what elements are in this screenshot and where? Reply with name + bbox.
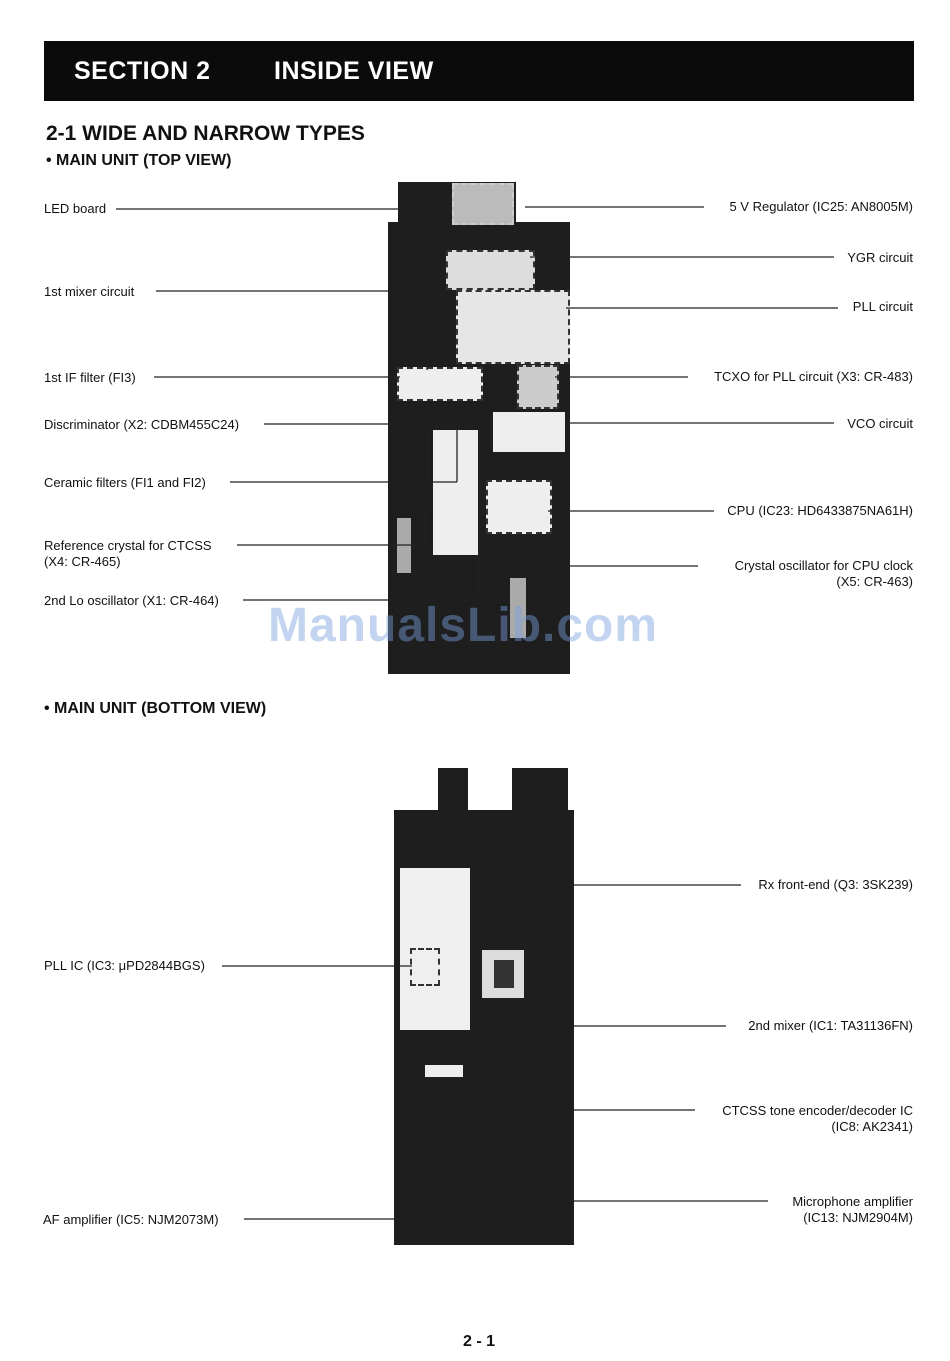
label-vco-circuit: VCO circuit (847, 416, 913, 431)
page-number: 2 - 1 (463, 1333, 496, 1350)
label-rx-front-end: Rx front-end (Q3: 3SK239) (758, 877, 913, 892)
label-ceramic-filters: Ceramic filters (FI1 and FI2) (44, 475, 206, 490)
label-tcxo: TCXO for PLL circuit (X3: CR-483) (714, 369, 913, 384)
label-microphone-amplifier: Microphone amplifier (792, 1194, 913, 1209)
section-number: SECTION 2 (74, 57, 211, 85)
label-microphone-amplifier-part: (IC13: NJM2904M) (803, 1210, 913, 1225)
top-view-heading: • MAIN UNIT (TOP VIEW) (46, 152, 232, 169)
label-crystal-oscillator-cpu-part: (X5: CR-463) (836, 574, 913, 589)
label-5v-regulator: 5 V Regulator (IC25: AN8005M) (729, 199, 913, 214)
section-header-bar: SECTION 2 INSIDE VIEW (44, 41, 914, 101)
subsection-title: 2-1 WIDE AND NARROW TYPES (46, 122, 365, 145)
label-1st-if-filter: 1st IF filter (FI3) (44, 370, 136, 385)
label-ctcss-ic: CTCSS tone encoder/decoder IC (722, 1103, 913, 1118)
label-discriminator: Discriminator (X2: CDBM455C24) (44, 417, 240, 432)
label-cpu: CPU (IC23: HD6433875NA61H) (727, 503, 913, 518)
label-reference-crystal: Reference crystal for CTCSS (44, 538, 212, 553)
section-title: INSIDE VIEW (274, 57, 434, 85)
label-af-amplifier: AF amplifier (IC5: NJM2073M) (43, 1212, 219, 1227)
label-led-board: LED board (44, 201, 107, 216)
bottom-view-heading: • MAIN UNIT (BOTTOM VIEW) (44, 700, 267, 717)
label-2nd-lo-oscillator: 2nd Lo oscillator (X1: CR-464) (44, 593, 219, 608)
label-crystal-oscillator-cpu: Crystal oscillator for CPU clock (734, 558, 913, 573)
label-pll-ic: PLL IC (IC3: μPD2844BGS) (44, 958, 205, 973)
watermark: ManualsLib.com (268, 599, 659, 652)
label-ygr-circuit: YGR circuit (847, 250, 913, 265)
label-ctcss-ic-part: (IC8: AK2341) (831, 1119, 913, 1134)
label-reference-crystal-part: (X4: CR-465) (44, 554, 121, 569)
label-1st-mixer-circuit: 1st mixer circuit (44, 284, 135, 299)
label-pll-circuit: PLL circuit (852, 299, 913, 314)
label-2nd-mixer: 2nd mixer (IC1: TA31136FN) (748, 1018, 913, 1033)
